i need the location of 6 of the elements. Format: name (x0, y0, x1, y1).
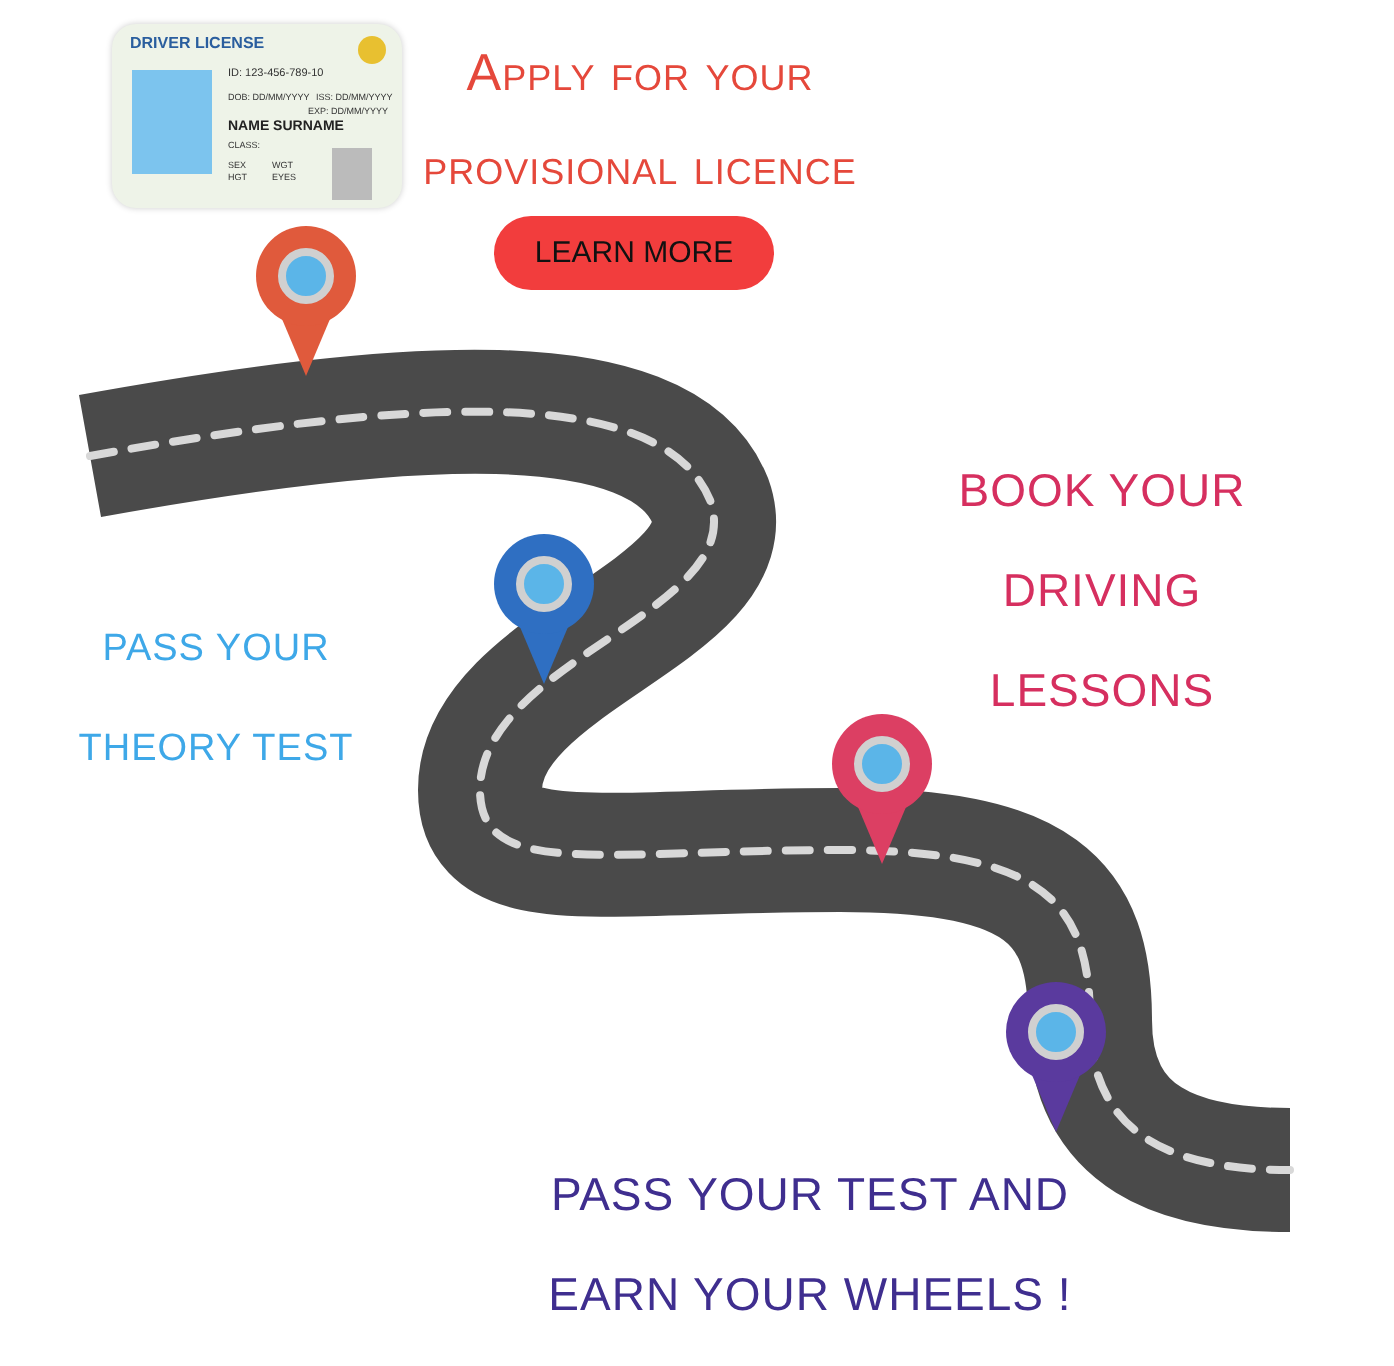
step-heading: PASS YOUR TEST AND EARN YOUR WHEELS ! (546, 1166, 1074, 1324)
step-heading: BOOK YOUR DRIVING LESSONS (956, 462, 1248, 720)
learn-more-button: LEARN MORE (494, 216, 774, 290)
step-heading: Apply for your provisional licence (421, 40, 859, 200)
card-title: DRIVER LICENSE (130, 34, 265, 52)
step-heading: PASS YOUR THEORY TEST (76, 626, 356, 774)
